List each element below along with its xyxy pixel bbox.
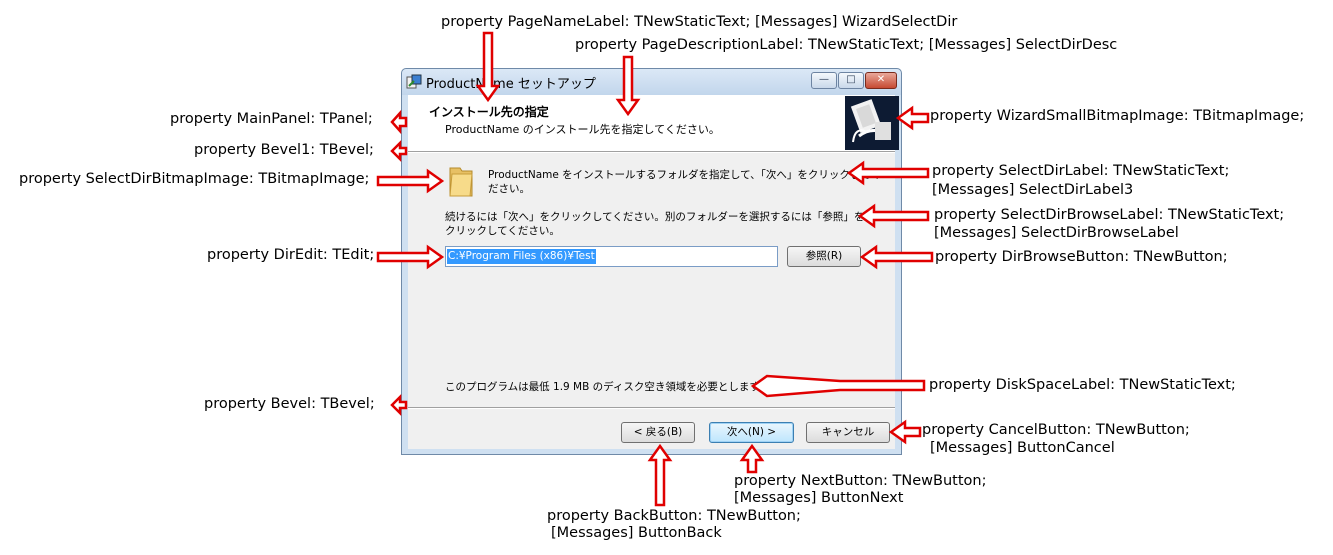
annotation-page-name-label: property PageNameLabel: TNewStaticText; …: [441, 14, 958, 30]
select-dir-browse-label: 続けるには「次へ」をクリックしてください。別のフォルダーを選択するには「参照」を…: [445, 211, 865, 237]
folder-icon: [449, 167, 473, 197]
annotation-next-button: property NextButton: TNewButton;: [734, 473, 987, 489]
annotation-bevel1: property Bevel1: TBevel;: [194, 142, 374, 158]
disk-space-label: このプログラムは最低 1.9 MB のディスク空き領域を必要とします。: [445, 381, 770, 393]
annotation-main-panel: property MainPanel: TPanel;: [170, 111, 373, 127]
annotation-select-dir-label-message: [Messages] SelectDirLabel3: [932, 182, 1134, 198]
client-area: インストール先の指定 ProductName のインストール先を指定してください…: [408, 95, 899, 449]
cancel-button[interactable]: キャンセル: [806, 422, 890, 443]
dir-edit-value: C:¥Program Files (x86)¥Test: [447, 249, 596, 264]
annotation-dir-browse-button: property DirBrowseButton: TNewButton;: [935, 249, 1228, 265]
title-bar[interactable]: ProductName セットアップ — □ ✕: [402, 69, 901, 95]
setup-app-icon: [406, 74, 422, 89]
annotation-cancel-button-message: [Messages] ButtonCancel: [930, 440, 1115, 456]
bevel1-divider: [408, 151, 895, 153]
page-name-label: インストール先の指定: [429, 105, 549, 119]
annotation-page-description-label: property PageDescriptionLabel: TNewStati…: [575, 37, 1118, 53]
dir-edit-input[interactable]: C:¥Program Files (x86)¥Test: [445, 246, 778, 267]
annotation-disk-space-label: property DiskSpaceLabel: TNewStaticText;: [929, 377, 1236, 393]
annotation-dir-edit: property DirEdit: TEdit;: [207, 247, 375, 263]
main-panel: インストール先の指定 ProductName のインストール先を指定してください…: [408, 95, 899, 151]
window-title: ProductName セットアップ: [426, 77, 596, 92]
setup-window: ProductName セットアップ — □ ✕ インストール先の指定 Prod…: [401, 68, 902, 455]
annotation-select-dir-bitmap: property SelectDirBitmapImage: TBitmapIm…: [19, 171, 370, 187]
annotation-select-dir-browse-label: property SelectDirBrowseLabel: TNewStati…: [934, 207, 1285, 223]
annotation-cancel-button: property CancelButton: TNewButton;: [922, 422, 1190, 438]
minimize-button[interactable]: —: [811, 72, 837, 89]
annotation-back-button: property BackButton: TNewButton;: [547, 508, 801, 524]
maximize-button[interactable]: □: [838, 72, 864, 89]
bevel-divider: [408, 407, 895, 409]
annotation-back-button-message: [Messages] ButtonBack: [551, 525, 722, 541]
close-button[interactable]: ✕: [865, 72, 897, 89]
annotation-bevel: property Bevel: TBevel;: [204, 396, 375, 412]
page-description-label: ProductName のインストール先を指定してください。: [445, 123, 720, 136]
annotation-select-dir-browse-label-message: [Messages] SelectDirBrowseLabel: [934, 225, 1179, 241]
back-button[interactable]: < 戻る(B): [621, 422, 695, 443]
next-button[interactable]: 次へ(N) >: [709, 422, 794, 443]
annotation-select-dir-label: property SelectDirLabel: TNewStaticText;: [932, 163, 1230, 179]
select-dir-label: ProductName をインストールするフォルダを指定して、「次へ」をクリック…: [488, 169, 881, 195]
annotation-wizard-small-bitmap: property WizardSmallBitmapImage: TBitmap…: [930, 108, 1305, 124]
arrow-wizard-small-bitmap: [895, 105, 930, 131]
dir-browse-button[interactable]: 参照(R): [787, 246, 861, 267]
annotation-next-button-message: [Messages] ButtonNext: [734, 490, 904, 506]
wizard-small-bitmap-icon: [845, 96, 899, 150]
